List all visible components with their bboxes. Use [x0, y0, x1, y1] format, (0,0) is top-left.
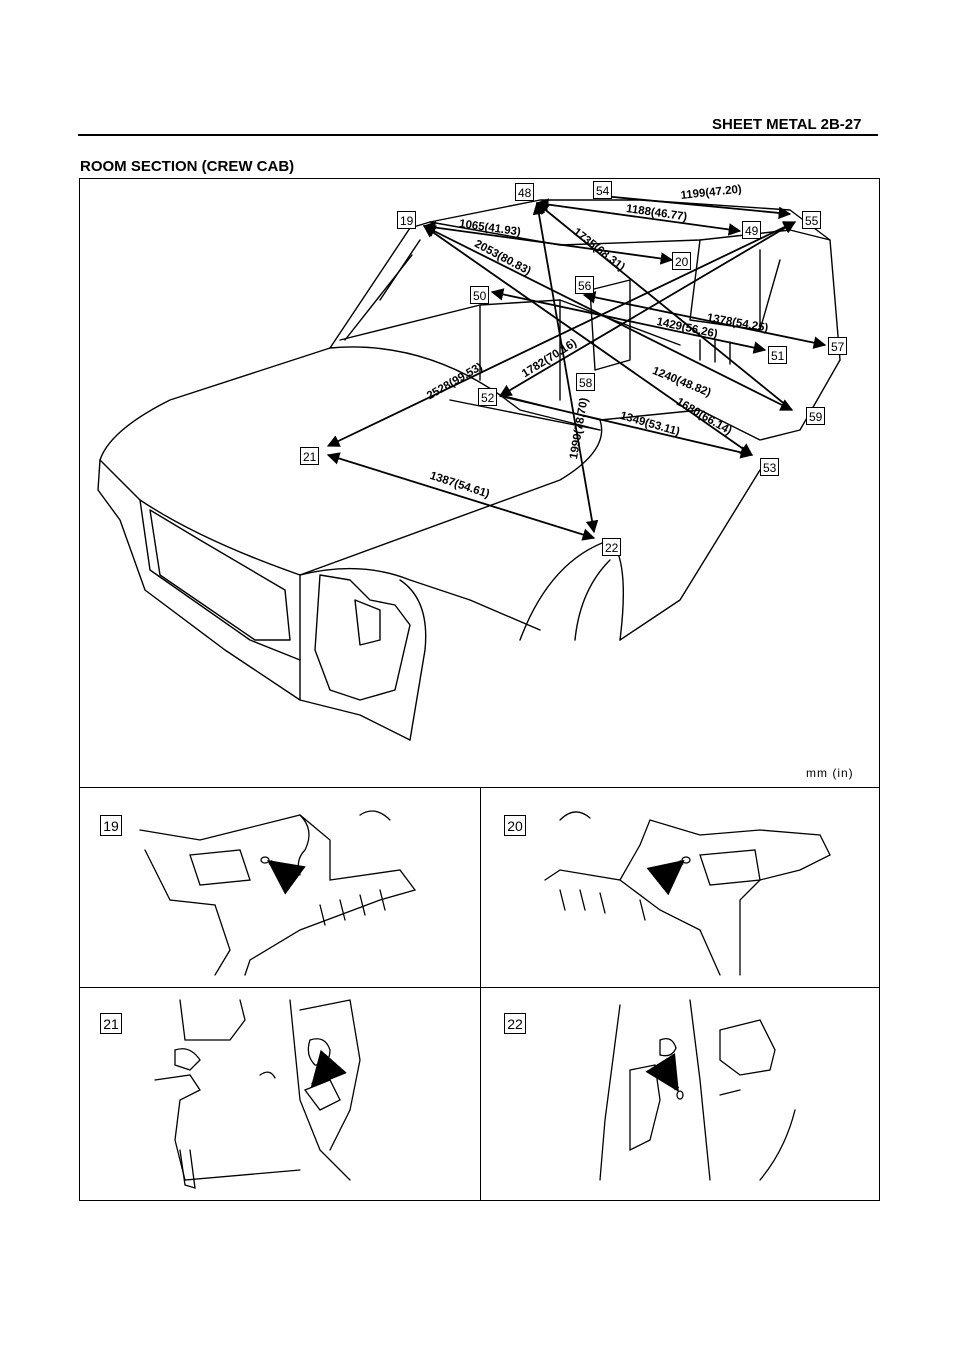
callout-51: 51: [768, 346, 788, 364]
detail-panel-21-label: 21: [100, 1013, 122, 1034]
header-rule: [78, 134, 878, 136]
detail-22-sketch: [599, 999, 796, 1181]
callout-59: 59: [806, 407, 826, 425]
callout-54: 54: [593, 181, 613, 199]
page-header-title: SHEET METAL 2B-27: [712, 116, 862, 133]
callout-20: 20: [672, 252, 692, 270]
callout-52: 52: [478, 388, 498, 406]
detail-20-sketch: [544, 811, 831, 976]
dimension-lines: [326, 195, 827, 541]
callout-56: 56: [575, 276, 595, 294]
detail-22-arrow: [645, 1053, 680, 1092]
detail-21-sketch: [154, 999, 361, 1189]
detail-21-arrow: [310, 1049, 347, 1088]
section-title: ROOM SECTION (CREW CAB): [80, 158, 295, 175]
callout-57: 57: [828, 337, 848, 355]
callout-53: 53: [760, 458, 780, 476]
callout-49: 49: [742, 221, 762, 239]
callout-22: 22: [602, 538, 622, 556]
detail-19-arrow: [267, 859, 306, 895]
body-outline: [97, 199, 841, 741]
callout-19: 19: [397, 211, 417, 229]
divider-vertical: [480, 787, 481, 1201]
callout-58: 58: [576, 373, 596, 391]
callout-55: 55: [802, 211, 822, 229]
detail-panel-19-label: 19: [100, 815, 122, 836]
figure-frame: [79, 178, 880, 1201]
unit-label: mm (in): [806, 766, 854, 780]
detail-panel-20-label: 20: [504, 815, 526, 836]
detail-20-arrow: [646, 859, 685, 896]
detail-panel-22-label: 22: [504, 1013, 526, 1034]
callout-50: 50: [470, 286, 490, 304]
detail-19-sketch: [139, 810, 417, 976]
callout-48: 48: [515, 183, 535, 201]
callout-21: 21: [300, 447, 320, 465]
